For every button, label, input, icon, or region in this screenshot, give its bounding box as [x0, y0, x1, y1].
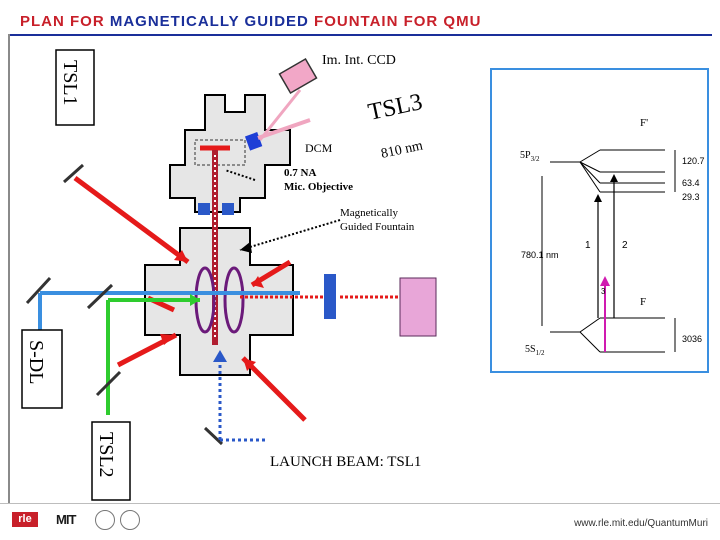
left-rule	[8, 34, 10, 504]
upper-window-left	[198, 203, 210, 215]
lower-chamber	[144, 227, 294, 376]
launch-arrow	[213, 350, 227, 362]
splitting-3: 29.3	[682, 192, 700, 202]
partner-seal-icon	[120, 510, 140, 530]
beam-label-1: 1	[585, 240, 591, 251]
fountain-pointer-head	[240, 242, 252, 253]
upper-window-right	[222, 203, 234, 215]
fountain-pointer	[239, 219, 341, 251]
level-f-lower: F	[640, 296, 646, 308]
slide-title: PLAN FOR MAGNETICALLY GUIDED FOUNTAIN FO…	[20, 13, 481, 30]
detector	[399, 277, 437, 337]
mit-logo: MIT	[56, 512, 76, 527]
arrow-2-head	[610, 174, 618, 182]
label-tsl1: TSL1	[59, 60, 81, 106]
dcm-beam	[257, 118, 311, 140]
splitting-2: 63.4	[682, 178, 700, 188]
level-lower-state: 5S1/2	[525, 344, 545, 357]
label-wavelength: 810 nm	[380, 138, 425, 162]
label-dcm: DCM	[305, 141, 333, 155]
splitting-1: 120.7	[682, 156, 705, 166]
label-launch: LAUNCH BEAM: TSL1	[270, 454, 421, 470]
green-arrow	[190, 294, 200, 306]
red-arrow-upper-right	[252, 276, 264, 288]
label-fountain-1: Magnetically	[340, 207, 399, 219]
ccd-beam	[258, 89, 302, 141]
upper-chamber	[169, 94, 291, 213]
level-upper-state: 5P3/2	[520, 150, 540, 163]
red-arrow-lower-left	[160, 334, 176, 345]
ccd-camera	[278, 57, 318, 95]
arrow-3-head	[600, 276, 610, 286]
label-tsl3: TSL3	[366, 89, 425, 126]
objective-pointer	[224, 169, 256, 181]
red-arrow-upper-left	[174, 250, 188, 262]
arrow-1-head	[594, 194, 602, 202]
ground-splitting: 3036	[682, 334, 702, 344]
title-part1: PLAN FOR	[20, 13, 110, 30]
beam-label-3: 3	[601, 287, 606, 296]
upper-levels	[541, 149, 676, 353]
level-diagram-frame	[490, 68, 709, 373]
label-ccd: Im. Int. CCD	[322, 53, 396, 68]
tsl2-box	[91, 421, 131, 501]
label-objective-2: Mic. Objective	[284, 181, 353, 193]
red-arrow-lower-right	[243, 358, 256, 371]
footer-rule	[0, 503, 720, 504]
mirrors	[25, 163, 224, 446]
coil-right	[223, 266, 245, 334]
tsl1-box	[55, 49, 95, 126]
footer-url: www.rle.mit.edu/QuantumMuri	[574, 518, 708, 529]
optic-element	[324, 274, 336, 319]
rle-logo: rle	[12, 512, 38, 527]
university-seal-icon	[95, 510, 115, 530]
transition-wavelength: 780.1 nm	[521, 250, 559, 260]
transition-arrows	[597, 176, 615, 318]
label-tsl2: TSL2	[95, 432, 117, 478]
title-part3: FOUNTAIN FOR QMU	[314, 13, 482, 30]
sdl-box	[21, 329, 63, 409]
trap-region	[194, 139, 246, 166]
beam-label-2: 2	[622, 240, 628, 251]
level-f-upper: F'	[640, 117, 648, 129]
label-sdl: S-DL	[25, 340, 47, 384]
title-part2: MAGNETICALLY GUIDED	[109, 13, 315, 30]
title-rule	[8, 34, 712, 36]
setup-diagram: Im. Int. CCD TSL3 810 nm DCM 0.7 NA Mic.…	[21, 49, 709, 501]
label-fountain-2: Guided Fountain	[340, 221, 415, 233]
label-objective-1: 0.7 NA	[284, 167, 316, 179]
